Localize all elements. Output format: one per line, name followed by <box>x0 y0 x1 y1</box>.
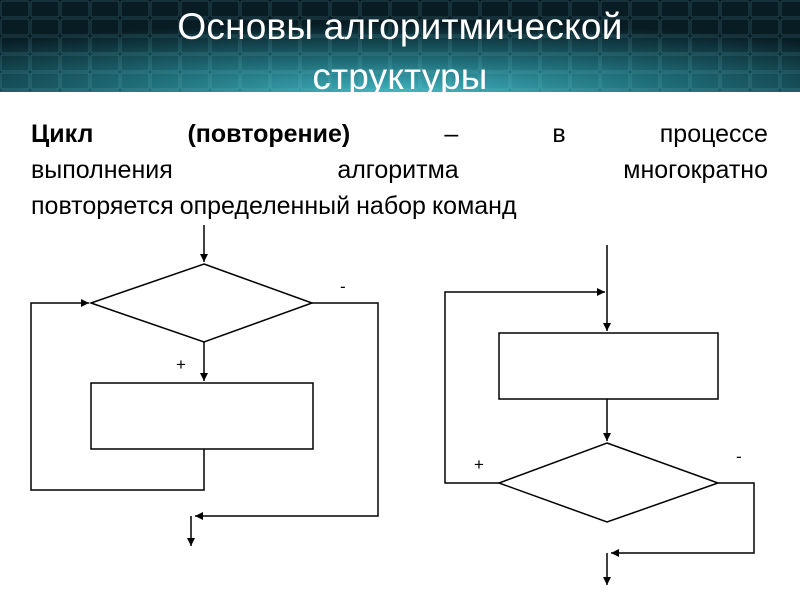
loop-back-arrow <box>30 299 205 491</box>
loop-body-block <box>90 382 314 450</box>
false-branch-arrow <box>195 302 379 520</box>
definition-word: процессе <box>659 120 768 148</box>
definition-line-1: Цикл (повторение) – в процессе <box>31 116 768 152</box>
term-synonym: (повторение) <box>187 120 351 148</box>
definition-word: алгоритма <box>337 156 459 184</box>
header-background <box>0 0 800 92</box>
condition-diamond <box>88 263 315 343</box>
definition-text: Цикл (повторение) – в процессе выполнени… <box>31 116 768 224</box>
definition-word: повторяется <box>31 192 174 220</box>
right-plus-label: + <box>474 455 484 474</box>
do-until-loop-flowchart <box>444 245 755 585</box>
definition-word: определенный <box>179 192 351 220</box>
left-minus-label: - <box>340 277 346 296</box>
term-word: Цикл <box>31 120 94 148</box>
definition-word: набор <box>356 192 426 220</box>
loop-body-block <box>498 332 719 400</box>
definition-line-3: повторяется определенный набор команд <box>31 188 768 224</box>
right-minus-label: - <box>736 447 742 466</box>
definition-line-2: выполнения алгоритма многократно <box>31 152 768 188</box>
loop-back-arrow <box>444 288 605 484</box>
left-plus-label: + <box>176 355 186 374</box>
definition-word: выполнения <box>31 156 173 184</box>
slide-title-line-1: Основы алгоритмической <box>177 6 623 47</box>
definition-dash: – <box>444 120 459 148</box>
condition-diamond <box>496 442 721 523</box>
definition-word: многократно <box>623 156 768 184</box>
definition-word: в <box>552 120 566 148</box>
slide-title-line-2: структуры <box>312 56 488 92</box>
slide-header: Основы алгоритмической структуры <box>0 0 800 92</box>
while-loop-flowchart <box>30 225 379 546</box>
false-branch-arrow <box>611 482 755 557</box>
definition-word: команд <box>431 192 517 220</box>
